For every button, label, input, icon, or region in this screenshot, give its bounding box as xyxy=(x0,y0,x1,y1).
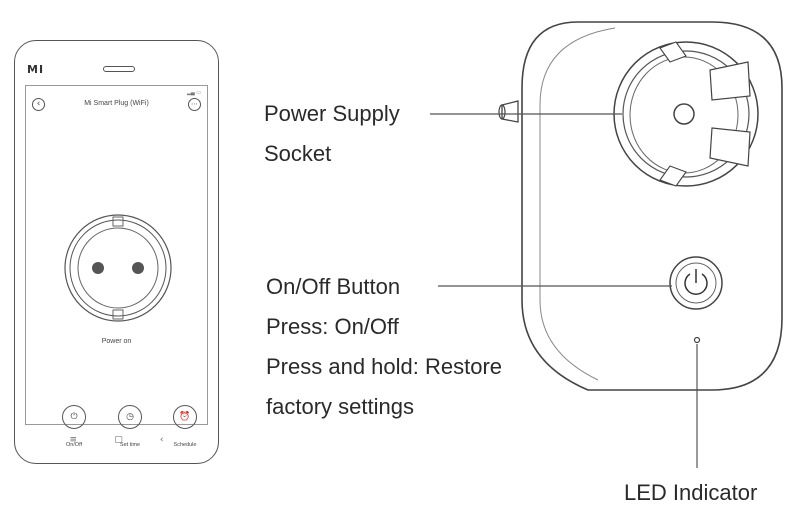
power-icon[interactable]: ⏻ xyxy=(62,405,86,429)
alarm-icon[interactable]: ⏰ xyxy=(173,405,197,429)
callout-socket: Socket xyxy=(264,141,332,166)
control-label-onoff: On/Off xyxy=(65,442,83,448)
home-icon[interactable]: ▢ xyxy=(114,435,123,445)
control-label-set-time: Set time xyxy=(119,442,141,448)
status-bar-icons: ▂▄ ▭ xyxy=(186,90,201,96)
mi-logo: MI xyxy=(27,63,45,76)
clock-icon[interactable]: ◷ xyxy=(118,405,142,429)
menu-icon[interactable]: ≡ xyxy=(69,435,78,445)
phone-nav-bar: ≡ ▢ ‹ xyxy=(15,435,218,445)
socket-illustration xyxy=(64,214,172,322)
callout-factory-settings: factory settings xyxy=(266,394,414,419)
back-icon[interactable]: ‹ xyxy=(32,98,45,111)
control-label-schedule: Schedule xyxy=(173,442,197,448)
callout-onoff-button: On/Off Button xyxy=(266,274,401,299)
phone-speaker xyxy=(103,66,135,72)
callout-power-supply: Power Supply xyxy=(264,101,400,126)
back-nav-icon[interactable]: ‹ xyxy=(159,435,164,445)
callout-press-hold: Press and hold: Restore xyxy=(266,354,503,379)
callout-led-indicator: LED Indicator xyxy=(624,480,758,505)
app-title: Mi Smart Plug (WiFi) xyxy=(84,100,149,107)
phone-screen: ▂▄ ▭ ‹ Mi Smart Plug (WiFi) ⋯ Power on ⏻… xyxy=(25,85,208,448)
phone-mockup: MI ▂▄ ▭ ‹ Mi Smart Plug (WiFi) ⋯ Power o… xyxy=(14,40,219,464)
callout-press: Press: On/Off xyxy=(266,314,399,339)
more-options-icon[interactable]: ⋯ xyxy=(188,98,201,111)
power-status-text: Power on xyxy=(101,338,132,345)
